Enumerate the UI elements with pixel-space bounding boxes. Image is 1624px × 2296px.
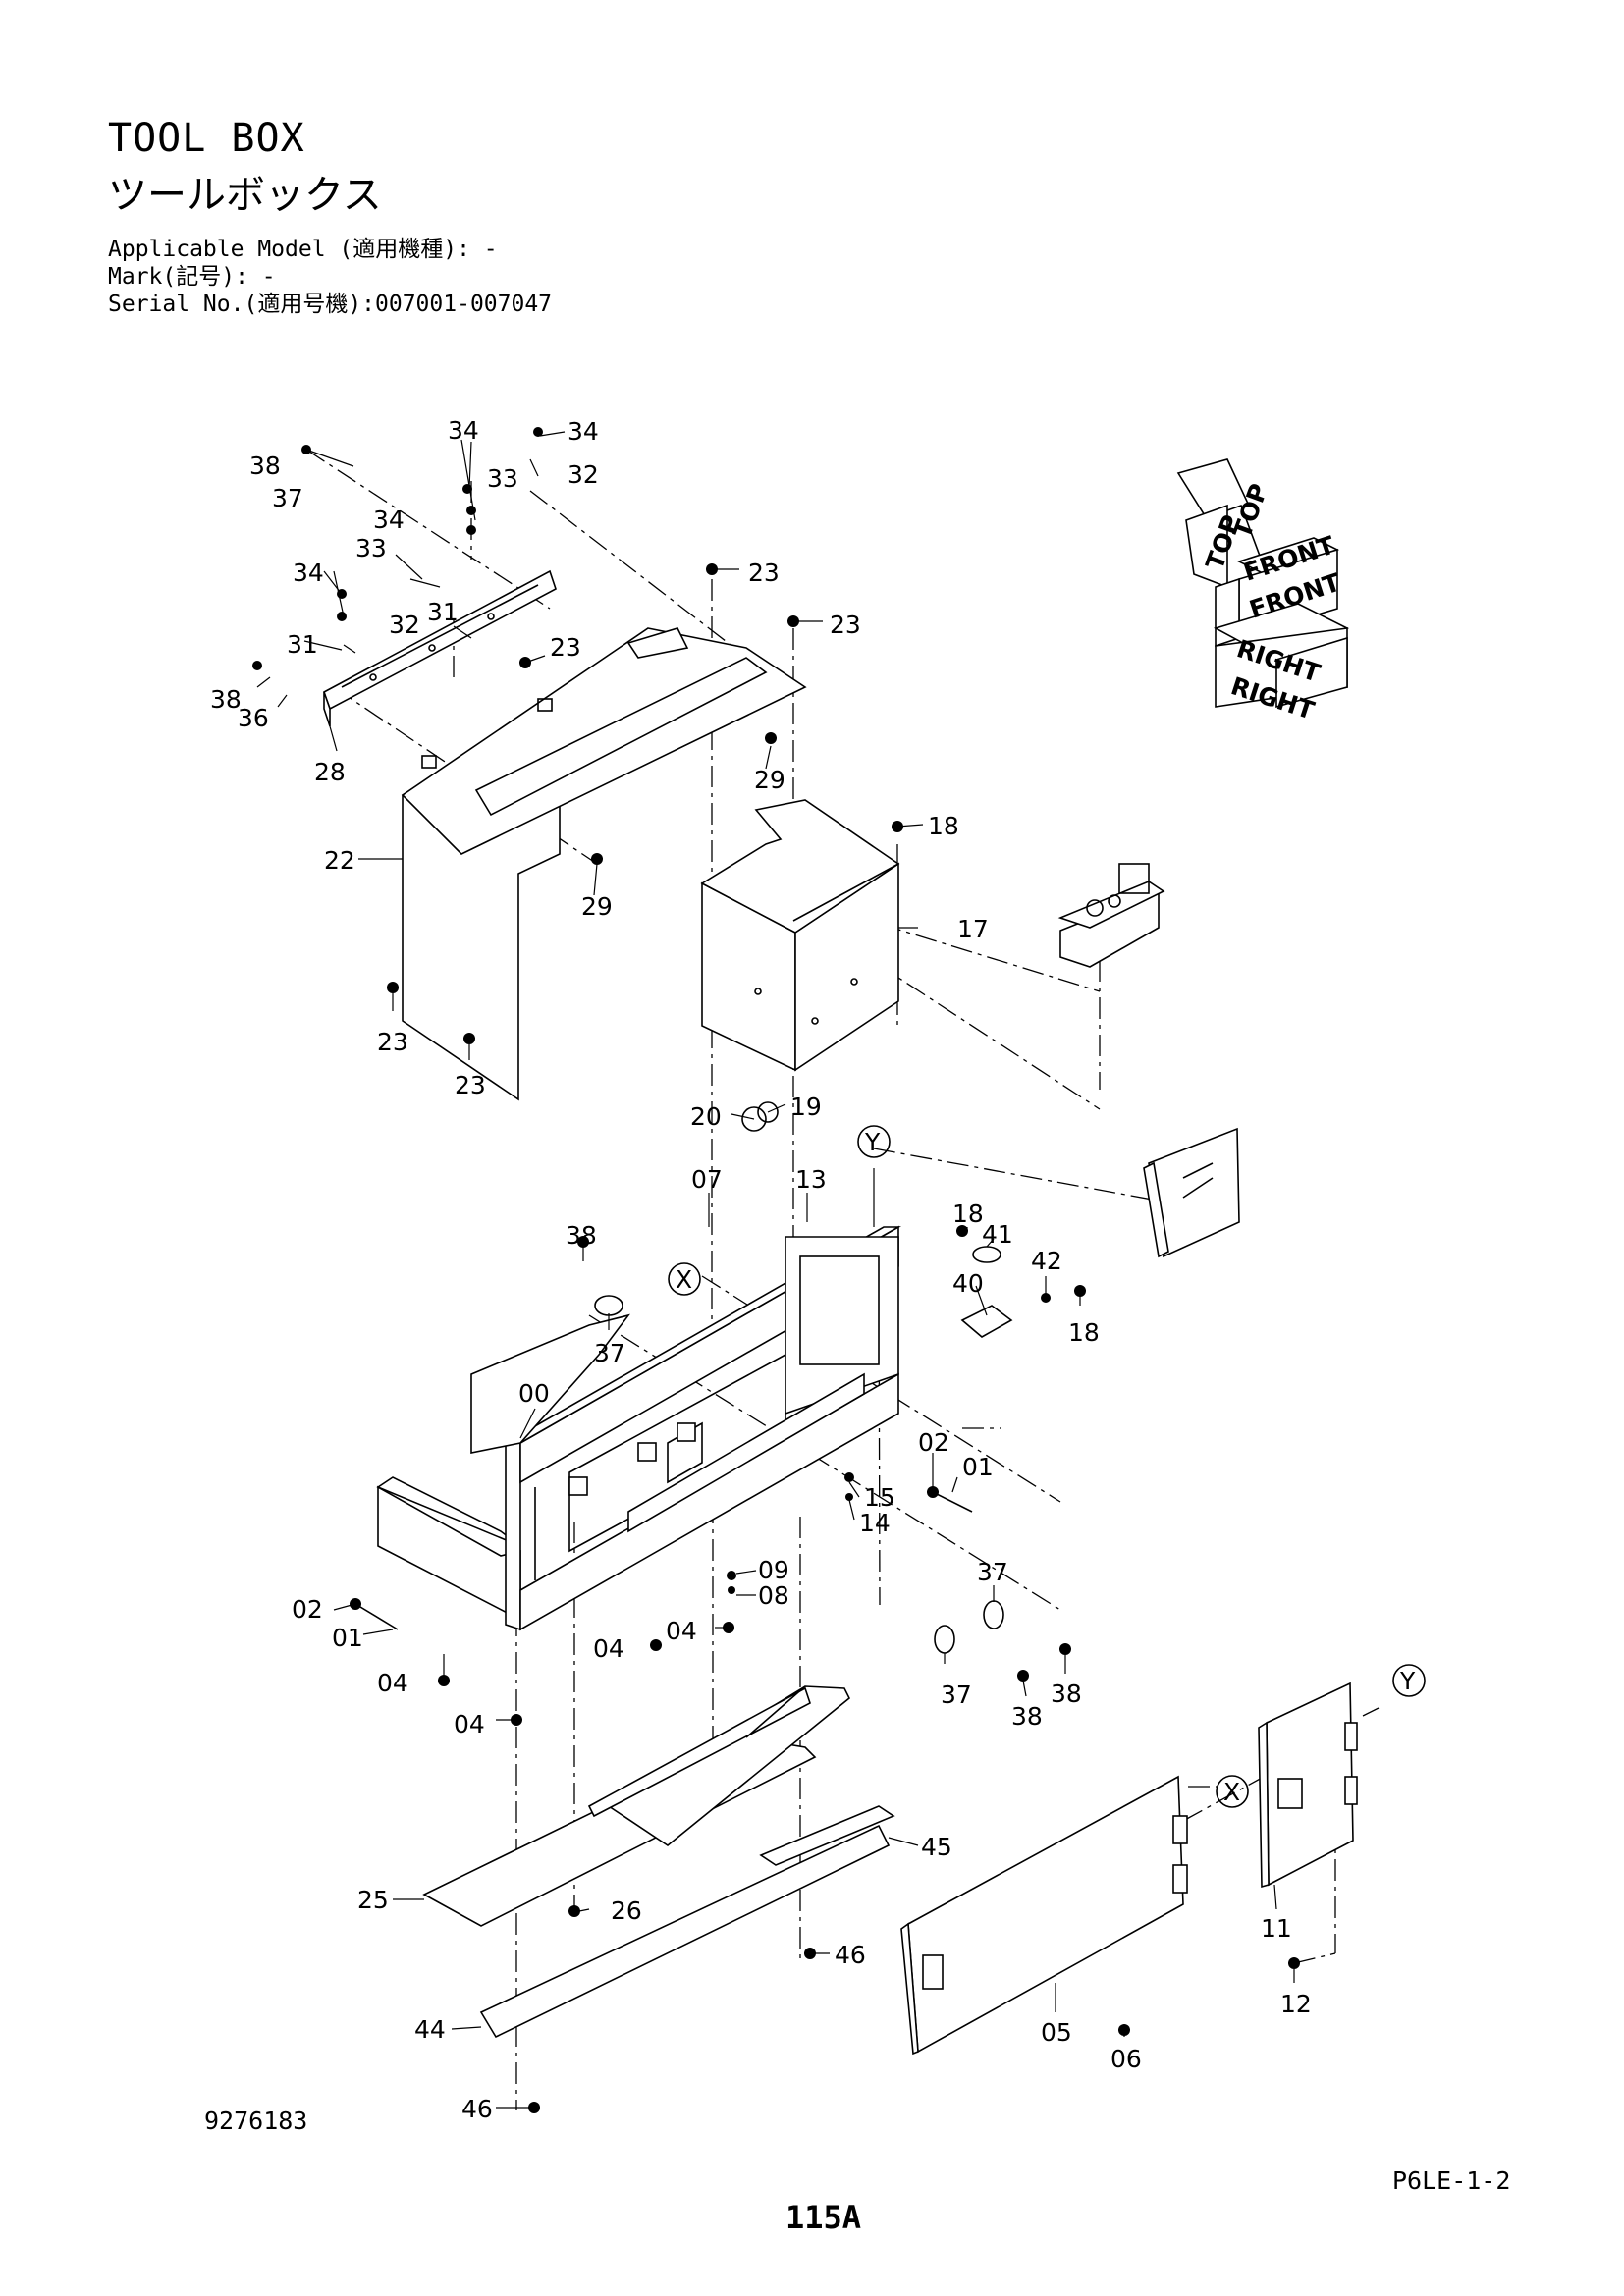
part-callout: 12 [1280, 1990, 1312, 2018]
mark-line: Mark(記号): - [108, 264, 276, 290]
part-callout: 37 [977, 1558, 1008, 1586]
view-marker-y-bottom [1392, 1664, 1426, 1697]
part-callout: 18 [952, 1200, 984, 1228]
part-callout: 04 [666, 1617, 697, 1645]
part-callout: 34 [448, 416, 479, 445]
part-callout: 02 [918, 1428, 949, 1457]
page-title-japanese: ツールボックス [108, 173, 382, 218]
control-panel-assembly [1057, 863, 1165, 968]
part-callout: 04 [593, 1634, 624, 1663]
part-callout: 19 [790, 1093, 822, 1121]
part-callout: 23 [455, 1071, 486, 1099]
part-callout: 26 [611, 1896, 642, 1925]
part-callout: 20 [690, 1102, 722, 1131]
part-callout: 23 [377, 1028, 408, 1056]
bottom-plates [422, 1685, 895, 2039]
part-callout: 38 [566, 1221, 597, 1250]
part-callout: 06 [1110, 2045, 1142, 2073]
part-callout: 23 [830, 611, 861, 639]
part-callout: 40 [952, 1269, 984, 1298]
part-callout: 32 [389, 611, 420, 639]
part-callout: 15 [864, 1483, 895, 1512]
view-marker-y-bottom-label: Y [1399, 1667, 1416, 1695]
serial-number-line: Serial No.(適用号機):007001-007047 [108, 292, 553, 317]
orientation-indicator: TOP TOP FRONT FRONT RIGHT RIGHT [1176, 458, 1350, 725]
applicable-model-line: Applicable Model (適用機種): - [108, 237, 498, 262]
view-marker-x-bottom-label: X [1223, 1778, 1240, 1806]
part-callout: 38 [249, 452, 281, 480]
part-callout: 25 [357, 1886, 389, 1914]
part-callout: 23 [748, 559, 780, 587]
fasteners [252, 427, 1300, 2113]
part-callout: 08 [758, 1581, 789, 1610]
part-callout: 37 [594, 1339, 625, 1367]
part-callout: 38 [1051, 1680, 1082, 1708]
part-callout: 33 [355, 534, 387, 562]
part-callout: 29 [581, 892, 613, 921]
part-callout: 38 [1011, 1702, 1043, 1731]
part-callout: 33 [487, 464, 518, 493]
part-callout: 11 [1261, 1914, 1292, 1943]
part-callout: 07 [691, 1165, 723, 1194]
part-callout: 37 [272, 484, 303, 512]
part-callout: 23 [550, 633, 581, 662]
part-callout: 32 [568, 460, 599, 489]
part-callout: 02 [292, 1595, 323, 1624]
top-bracket-28 [323, 569, 557, 727]
part-callout: 00 [518, 1379, 550, 1408]
part-callout: 29 [754, 766, 785, 794]
reference-code: P6LE-1-2 [1392, 2166, 1511, 2195]
part-callout: 44 [414, 2015, 446, 2044]
view-marker-y-top [857, 1125, 891, 1158]
view-marker-x-bottom [1216, 1775, 1249, 1808]
part-callout: 14 [859, 1509, 891, 1537]
part-callout: 04 [377, 1669, 408, 1697]
page-title: TOOL BOX [108, 116, 305, 161]
part-callout: 18 [928, 812, 959, 840]
side-plate [1143, 1127, 1240, 1258]
part-callout: 34 [568, 417, 599, 446]
part-callout: 37 [941, 1681, 972, 1709]
part-callout: 01 [962, 1453, 994, 1481]
part-callout: 01 [332, 1624, 363, 1652]
view-marker-y-top-label: Y [864, 1128, 881, 1156]
door-05 [900, 1775, 1188, 2056]
part-callout: 28 [314, 758, 346, 786]
part-callout: 46 [835, 1941, 866, 1969]
side-panel-22 [401, 627, 807, 1101]
part-callout: 45 [921, 1833, 952, 1861]
view-markers: Y X X Y [668, 1125, 1426, 1808]
part-callout: 34 [373, 506, 405, 534]
part-callout: 42 [1031, 1247, 1062, 1275]
part-callout: 22 [324, 846, 355, 875]
part-callout: 46 [461, 2095, 493, 2123]
part-callouts: 38 37 34 34 33 32 34 33 34 32 31 31 38 3… [210, 416, 1312, 2123]
page-number: 115A [785, 2199, 862, 2236]
part-callout: 04 [454, 1710, 485, 1738]
view-marker-x-top-label: X [676, 1265, 692, 1294]
main-frame-00 [376, 1225, 902, 1631]
cover-box-17 [700, 799, 900, 1072]
drawing-number: 9276183 [204, 2107, 308, 2135]
leader-lines [256, 431, 1295, 2109]
part-callout: 13 [795, 1165, 827, 1194]
part-callout: 09 [758, 1556, 789, 1584]
part-callout: 18 [1068, 1318, 1100, 1347]
door-11 [1258, 1682, 1358, 1889]
part-callout: 17 [957, 915, 989, 943]
part-callout: 31 [427, 598, 459, 626]
part-callout: 41 [982, 1220, 1013, 1249]
part-callout: 34 [293, 559, 324, 587]
part-callout: 38 [210, 685, 242, 714]
part-callout: 05 [1041, 2018, 1072, 2047]
part-callout: 36 [238, 704, 269, 732]
part-callout: 31 [287, 630, 318, 659]
view-marker-x-top [668, 1262, 701, 1296]
